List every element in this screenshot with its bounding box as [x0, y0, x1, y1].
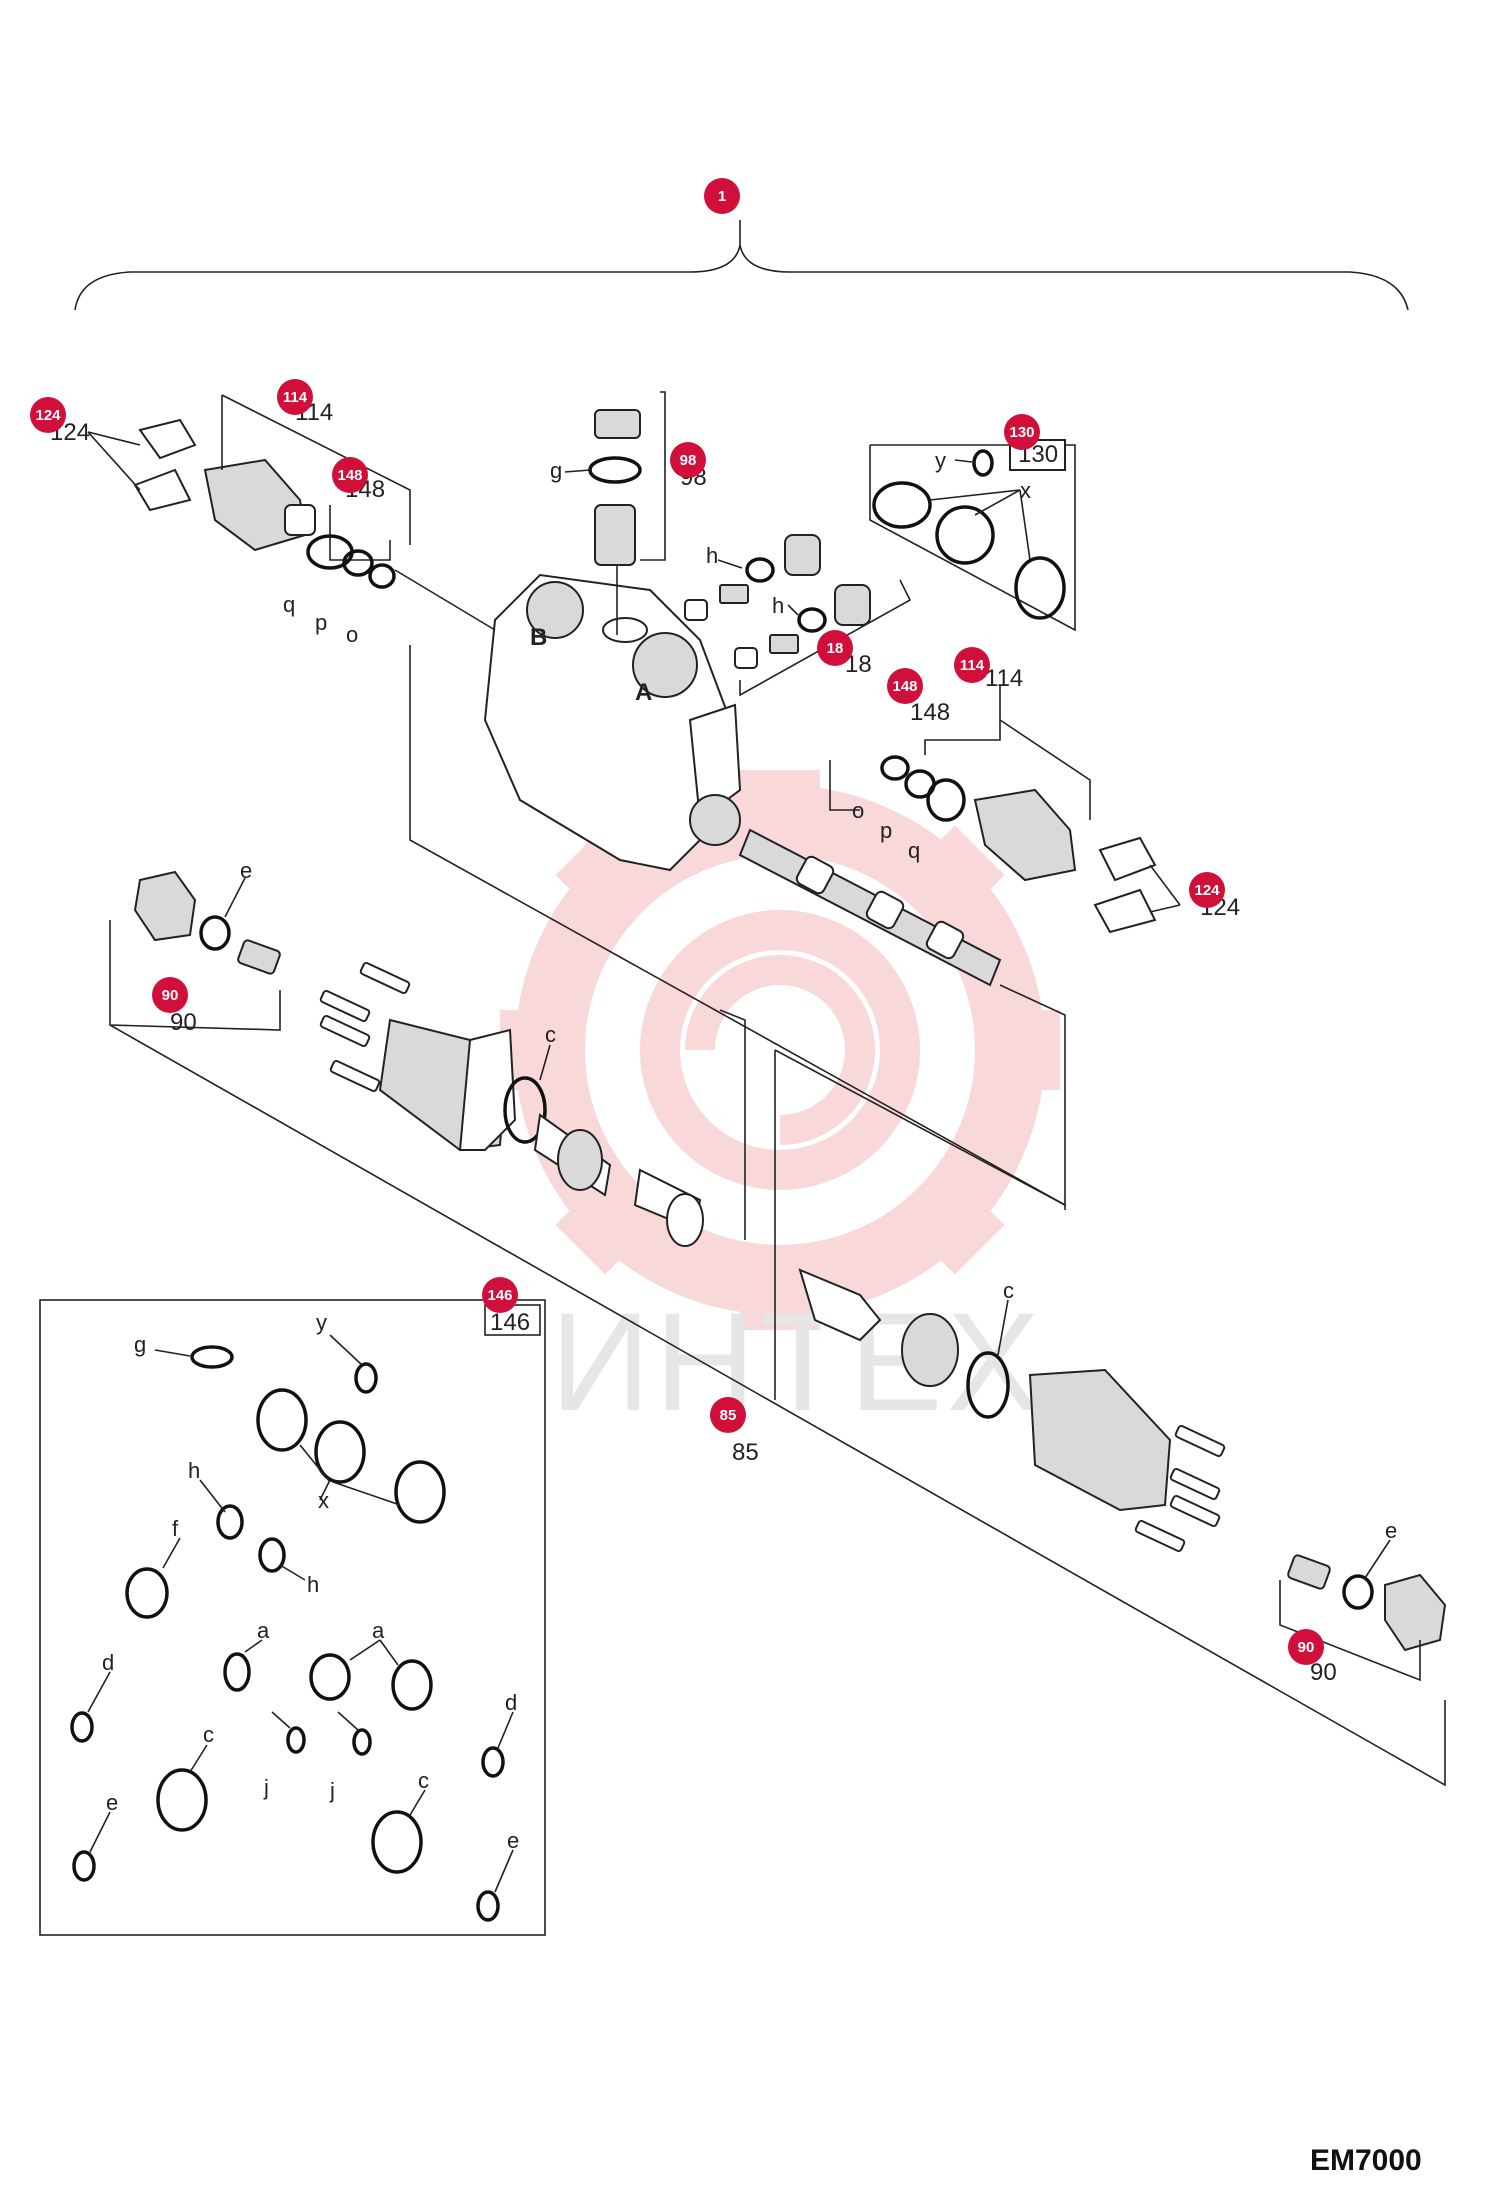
- kit-label-j2: j: [329, 1778, 335, 1803]
- o-ring-q-right: [926, 778, 966, 822]
- callout-number: 90: [162, 987, 179, 1004]
- callout-number: 114: [283, 389, 308, 406]
- label-e-right: e: [1385, 1518, 1397, 1543]
- callout-number: 146: [487, 1287, 512, 1304]
- callout-148: 148: [887, 668, 923, 704]
- label-h-upper: h: [706, 543, 718, 568]
- label-e-left: e: [240, 858, 252, 883]
- seal-kit-146-box: [39, 1299, 546, 1936]
- callout-number: 148: [892, 678, 917, 695]
- kit-label-g: g: [134, 1332, 146, 1357]
- callout-146: 146: [482, 1277, 518, 1313]
- o-ring-o-right: [880, 755, 910, 781]
- port-b-label: B: [530, 624, 547, 651]
- o-ring-o-left: [368, 563, 396, 589]
- valve-body: [483, 573, 742, 872]
- callout-number: 114: [960, 657, 985, 674]
- label-90-left: 90: [170, 1009, 197, 1036]
- callout-number: 90: [1298, 1639, 1315, 1656]
- kit-label-c2: c: [418, 1768, 429, 1793]
- callout-number: 124: [35, 407, 61, 424]
- kit-label-e1: e: [106, 1790, 118, 1815]
- leader-85: [109, 1024, 1446, 1787]
- callout-number: 130: [1009, 424, 1034, 441]
- backup-ring-p-left: [342, 549, 374, 577]
- leader-lines: [87, 431, 1391, 1579]
- kit-label-f: f: [172, 1516, 179, 1541]
- watermark-text: ИНТЕХ: [550, 1283, 1044, 1440]
- kit-label-d2: d: [505, 1690, 517, 1715]
- assembly-brace: [74, 244, 1409, 311]
- label-x: x: [1020, 478, 1031, 503]
- label-q-right: q: [908, 838, 920, 863]
- callout-number: 124: [1194, 882, 1220, 899]
- label-y: y: [935, 448, 946, 473]
- callout-number: 148: [337, 467, 362, 484]
- callout-90: 90: [152, 977, 188, 1013]
- callout-114: 114: [277, 379, 313, 415]
- callout-badges: 1 124 114 148 98 130 18 148 114 124 90 146 85 90: [30, 178, 1324, 1665]
- label-90-right: 90: [1310, 1659, 1337, 1686]
- kit-label-j1: j: [263, 1775, 269, 1800]
- label-q-left: q: [283, 592, 295, 617]
- cap-right: [1279, 1554, 1447, 1682]
- port-a-label: A: [635, 679, 652, 706]
- label-c-left: c: [545, 1022, 556, 1047]
- watermark-gear-logo: [500, 770, 1060, 1330]
- label-g: g: [550, 458, 562, 483]
- spring-cover-right: [774, 1049, 1226, 1553]
- callout-90: 90: [1288, 1629, 1324, 1665]
- label-148-right: 148: [910, 699, 950, 726]
- cap-left: [109, 870, 281, 1031]
- kit-label-y: y: [316, 1310, 327, 1335]
- label-h-lower: h: [772, 593, 784, 618]
- callout-148: 148: [332, 457, 368, 493]
- figure-code: EM7000: [1310, 2144, 1422, 2177]
- callout-124: 124: [1189, 872, 1225, 908]
- label-p-left: p: [315, 610, 327, 635]
- callout-85: 85: [710, 1397, 746, 1433]
- seal-kit-146-rings: [70, 1334, 514, 1922]
- kit-label-x: x: [318, 1488, 329, 1513]
- callout-number: 1: [718, 188, 726, 205]
- kit-label-e2: e: [507, 1828, 519, 1853]
- label-c-right: c: [1003, 1278, 1014, 1303]
- kit-label-c1: c: [203, 1722, 214, 1747]
- seal-kit-130: [869, 439, 1076, 632]
- callout-1: 1: [704, 178, 740, 214]
- callout-number: 98: [680, 452, 697, 469]
- kit-label-a1: a: [257, 1618, 270, 1643]
- label-p-right: p: [880, 818, 892, 843]
- label-o-right: o: [852, 798, 864, 823]
- callout-98: 98: [670, 442, 706, 478]
- callout-130: 130: [1004, 414, 1040, 450]
- label-146: 146: [490, 1309, 530, 1336]
- spring-cover-left: [319, 961, 746, 1247]
- callout-114: 114: [954, 647, 990, 683]
- relief-valve-right: [829, 685, 1157, 934]
- label-o-left: o: [346, 622, 358, 647]
- kit-label-h1: h: [188, 1458, 200, 1483]
- kit-label-d1: d: [102, 1650, 114, 1675]
- callout-18: 18: [817, 630, 853, 666]
- callout-number: 85: [720, 1407, 737, 1424]
- kit-label-a2: a: [372, 1618, 385, 1643]
- label-85: 85: [732, 1439, 759, 1466]
- spool: [409, 645, 1066, 1207]
- label-114-right: 114: [985, 665, 1023, 692]
- kit-label-h2: h: [307, 1572, 319, 1597]
- relief-valve-left: [133, 394, 496, 631]
- callout-number: 18: [827, 640, 844, 657]
- callout-124: 124: [30, 397, 66, 433]
